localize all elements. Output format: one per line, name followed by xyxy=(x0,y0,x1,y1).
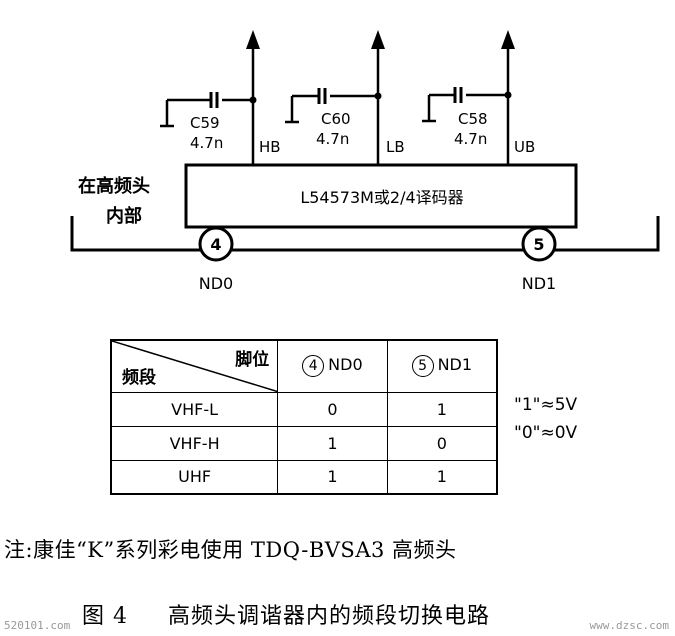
ub-arrow-icon xyxy=(501,30,515,49)
header-nd1-label: ND1 xyxy=(437,355,473,375)
pin-5-number: 5 xyxy=(533,235,544,254)
nd1-cell: 1 xyxy=(386,459,498,495)
header-nd1-circle: 5 xyxy=(411,355,434,378)
circuit-diagram: L54573M或2/4译码器 在高频头 内部 C59 4.7n HB xyxy=(70,30,660,293)
nd1-cell: 0 xyxy=(386,425,498,461)
hb-arrow-icon xyxy=(246,30,260,49)
pin-4-number: 4 xyxy=(210,235,221,254)
band-cell: VHF-L xyxy=(110,391,279,427)
watermark-left: 520101.com xyxy=(4,619,71,632)
decoder-label: L54573M或2/4译码器 xyxy=(300,188,463,207)
band-cell: UHF xyxy=(110,459,279,495)
ub-label: UB xyxy=(514,138,535,156)
c59-value: 4.7n xyxy=(190,134,223,152)
table-row: UHF 1 1 xyxy=(110,459,498,495)
watermark-right: www.dzsc.com xyxy=(589,619,669,632)
figure-caption: 图 4 高频头调谐器内的频段切换电路 xyxy=(82,598,490,630)
figure-number: 图 4 xyxy=(82,604,128,629)
lb-label: LB xyxy=(386,138,405,156)
band-cell: VHF-H xyxy=(110,425,279,461)
pin-5: 5 xyxy=(521,226,557,262)
logic-zero-level: "0"≈0V xyxy=(514,423,578,443)
header-nd0-circle: 4 xyxy=(302,355,325,378)
corner-cell: 脚位 频段 xyxy=(110,339,279,393)
table-row: VHF-L 0 1 xyxy=(110,391,498,427)
c59-name: C59 xyxy=(190,114,220,132)
hb-output xyxy=(160,30,260,165)
corner-band-label: 频段 xyxy=(122,367,156,388)
lb-arrow-icon xyxy=(371,30,385,49)
tuner-label-line1: 在高频头 xyxy=(78,175,150,197)
ub-output xyxy=(422,30,515,165)
corner-pin-label: 脚位 xyxy=(235,350,270,370)
pin-4-label: ND0 xyxy=(199,274,233,293)
c60-value: 4.7n xyxy=(316,130,349,148)
figure-title: 高频头调谐器内的频段切换电路 xyxy=(168,604,491,629)
decoder-ic xyxy=(184,163,578,229)
lb-output xyxy=(285,30,385,165)
logic-one-level: "1"≈5V xyxy=(514,395,578,415)
hb-label: HB xyxy=(259,138,281,156)
header-nd0-label: ND0 xyxy=(328,355,363,375)
corner-diagonal xyxy=(112,341,277,392)
nd0-cell: 1 xyxy=(277,459,388,495)
pin-5-label: ND1 xyxy=(522,274,556,293)
pin-4: 4 xyxy=(198,226,234,262)
nd0-cell: 1 xyxy=(277,425,388,461)
c58-value: 4.7n xyxy=(454,130,487,148)
nd0-cell: 0 xyxy=(277,391,388,427)
table-row: VHF-H 1 0 xyxy=(110,425,498,461)
footnote: 注:康佳“K”系列彩电使用 TDQ-BVSA3 高频头 xyxy=(4,538,457,562)
tuner-label-line2: 内部 xyxy=(106,205,142,227)
tuner-enclosure xyxy=(70,216,660,252)
nd1-cell: 1 xyxy=(386,391,498,427)
c60-name: C60 xyxy=(321,110,351,128)
c58-name: C58 xyxy=(458,110,488,128)
